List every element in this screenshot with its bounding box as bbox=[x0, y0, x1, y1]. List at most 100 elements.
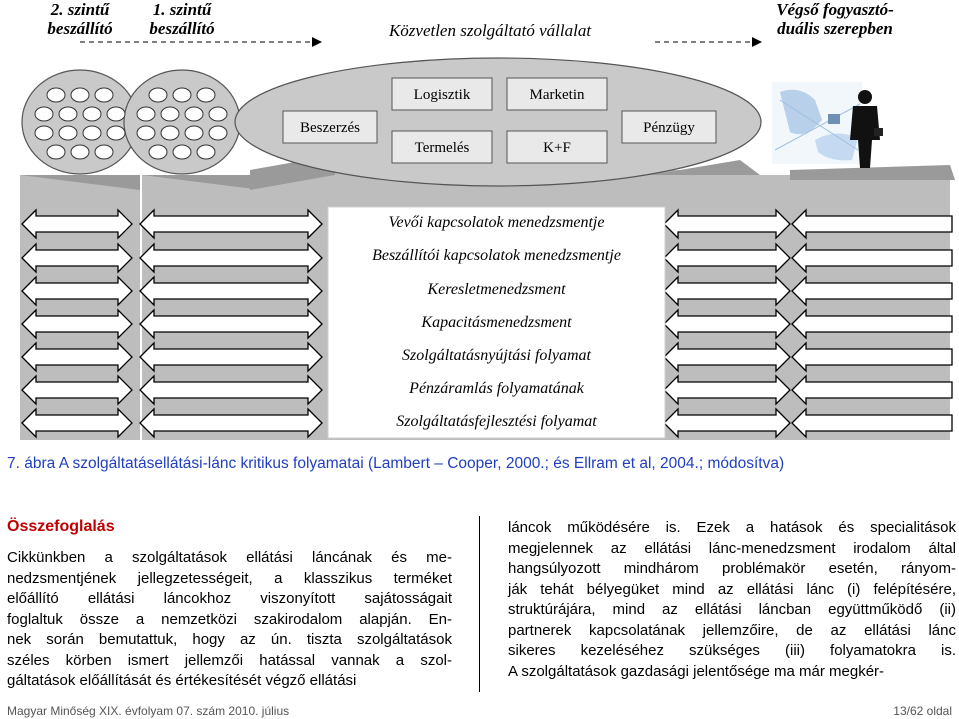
summary-right-column: láncok működésére is. Ezek a hatások és … bbox=[508, 518, 956, 682]
process-capacity-management: Kapacitásmenedzsment bbox=[421, 314, 572, 331]
summary-line: nedzsmentjének jellegzetességeit, a klas… bbox=[7, 569, 452, 587]
header-tier2-line2: beszállító bbox=[47, 19, 113, 38]
oval-dot bbox=[34, 106, 54, 122]
oval-dot bbox=[136, 125, 156, 141]
flow-arrow bbox=[663, 341, 791, 373]
summary-line: előállító ellátási láncokhoz viszonyítot… bbox=[7, 590, 452, 607]
flow-arrow bbox=[663, 308, 791, 340]
column-shadow bbox=[20, 175, 140, 190]
function-box-termeles: Termelés bbox=[391, 130, 493, 164]
process-service-delivery: Szolgáltatásnyújtási folyamat bbox=[402, 347, 591, 364]
footer-journal: Magyar Minőség XIX. évfolyam 07. szám 20… bbox=[7, 704, 290, 718]
oval-dot bbox=[106, 125, 126, 141]
flow-arrow bbox=[791, 275, 953, 307]
oval-dot bbox=[136, 106, 156, 122]
oval-dot bbox=[46, 144, 66, 160]
header-direct-provider: Közvetlen szolgáltató vállalat bbox=[388, 21, 592, 40]
supply-chain-diagram: Logisztik Marketin Beszerzés Pénzügy Ter… bbox=[20, 37, 955, 440]
header-end-line1: Végső fogyasztó- bbox=[776, 0, 894, 19]
oval-dot bbox=[196, 87, 216, 103]
oval-dot bbox=[208, 106, 228, 122]
flow-arrow bbox=[791, 242, 953, 274]
column-shadow bbox=[142, 175, 262, 190]
summary-line: ják tehát bélyegüket mind az ellátási lá… bbox=[508, 580, 956, 598]
header-end-consumer: Végső fogyasztó- duális szerepben bbox=[750, 0, 920, 38]
function-box-logisztik: Logisztik bbox=[391, 77, 493, 111]
process-demand-management: Keresletmenedzsment bbox=[427, 281, 566, 298]
oval-dot bbox=[58, 125, 78, 141]
section-title: Összefoglalás bbox=[7, 518, 115, 535]
flow-arrow bbox=[21, 208, 133, 240]
flow-arrow bbox=[139, 374, 323, 406]
summary-line: sikeres kezeléséhez szükséges (iii) foly… bbox=[508, 642, 956, 659]
column-shadow bbox=[790, 165, 955, 180]
flow-arrow bbox=[139, 341, 323, 373]
function-box-marketin: Marketin bbox=[506, 77, 608, 111]
flow-arrow bbox=[21, 407, 133, 439]
flow-arrow bbox=[791, 374, 953, 406]
oval-dot bbox=[172, 144, 192, 160]
flow-arrow bbox=[139, 242, 323, 274]
flow-arrow bbox=[139, 208, 323, 240]
oval-dot bbox=[70, 144, 90, 160]
summary-line: Cikkünkben a szolgáltatások ellátási lán… bbox=[7, 549, 452, 566]
flow-arrow bbox=[139, 308, 323, 340]
function-label-termeles: Termelés bbox=[415, 140, 470, 156]
process-supplier-relationship: Beszállítói kapcsolatok menedzsmentje bbox=[372, 247, 621, 264]
flow-arrows bbox=[21, 208, 953, 439]
oval-dot bbox=[184, 125, 204, 141]
oval-dot bbox=[184, 106, 204, 122]
oval-dot bbox=[94, 144, 114, 160]
process-cash-flow: Pénzáramlás folyamatának bbox=[409, 380, 584, 397]
summary-line: megjelennek az ellátási lánc-menedzsment… bbox=[508, 539, 956, 557]
function-label-kf: K+F bbox=[543, 140, 571, 156]
oval-dot bbox=[82, 125, 102, 141]
oval-dot bbox=[34, 125, 54, 141]
oval-dot bbox=[160, 106, 180, 122]
column-background bbox=[142, 175, 262, 440]
summary-line: széles körben ismert jellemzői hatással … bbox=[7, 651, 452, 669]
column-divider bbox=[479, 516, 480, 692]
oval-dot bbox=[58, 106, 78, 122]
flow-arrow bbox=[663, 208, 791, 240]
summary-line: láncok működésére is. Ezek a hatások és … bbox=[508, 519, 956, 536]
oval-dot bbox=[148, 87, 168, 103]
function-box-penzugy: Pénzügy bbox=[621, 110, 717, 144]
function-label-logisztik: Logisztik bbox=[414, 87, 471, 103]
flow-arrow bbox=[139, 275, 323, 307]
oval-dot bbox=[70, 87, 90, 103]
process-box bbox=[327, 206, 666, 439]
summary-line: foglaltuk össze a nemzetközi szakirodalo… bbox=[7, 610, 452, 628]
flow-arrow bbox=[791, 341, 953, 373]
function-label-beszerzes: Beszerzés bbox=[300, 120, 360, 136]
oval-dot bbox=[106, 106, 126, 122]
oval-dot bbox=[94, 87, 114, 103]
process-service-development: Szolgáltatásfejlesztési folyamat bbox=[396, 413, 597, 430]
header-end-line2: duális szerepben bbox=[777, 19, 893, 38]
flow-arrow bbox=[21, 374, 133, 406]
header-tier2-line1: 2. szintű bbox=[50, 0, 110, 19]
summary-line: gáltatások előállítását és értékesítését… bbox=[7, 672, 357, 689]
function-box-kf: K+F bbox=[506, 130, 608, 164]
flow-arrow bbox=[21, 242, 133, 274]
column-background bbox=[650, 175, 950, 440]
oval-dots bbox=[34, 87, 228, 160]
figure-caption: 7. ábra A szolgáltatásellátási-lánc krit… bbox=[7, 455, 785, 472]
summary-left-column: Cikkünkben a szolgáltatások ellátási lán… bbox=[7, 548, 452, 692]
oval-dot bbox=[46, 87, 66, 103]
flow-arrow bbox=[663, 242, 791, 274]
oval-dot bbox=[160, 125, 180, 141]
flow-arrow bbox=[663, 407, 791, 439]
flow-arrow bbox=[663, 374, 791, 406]
process-customer-relationship: Vevői kapcsolatok menedzsmentje bbox=[388, 214, 605, 231]
flow-arrow bbox=[21, 308, 133, 340]
oval-dot bbox=[172, 87, 192, 103]
summary-line: partnerek kapcsolatának jellemzőire, de … bbox=[508, 621, 956, 639]
summary-line: nek során bemutattuk, hogy az ún. tiszta… bbox=[7, 631, 452, 648]
function-box-beszerzes: Beszerzés bbox=[282, 110, 378, 144]
flow-arrow bbox=[21, 341, 133, 373]
oval-direct-provider bbox=[234, 57, 762, 187]
oval-dot bbox=[196, 144, 216, 160]
flow-arrow bbox=[663, 275, 791, 307]
flow-arrow bbox=[791, 208, 953, 240]
